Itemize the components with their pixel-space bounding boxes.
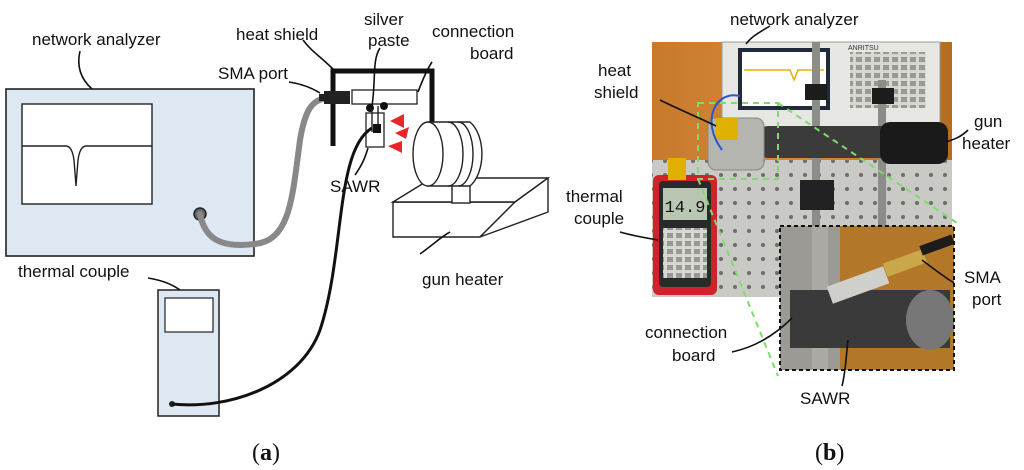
connection-board xyxy=(351,89,418,105)
analyzer-screen xyxy=(21,103,153,205)
coax-cable xyxy=(197,95,333,248)
leader-b-sawr xyxy=(841,339,849,387)
panel-b-photo: ANRITSU 14.9 xyxy=(566,10,1011,466)
photo-blue-wire xyxy=(710,94,741,151)
label-b-board: board xyxy=(672,346,715,365)
leader-connection-board xyxy=(417,61,433,93)
leader-b-connection-board xyxy=(731,317,793,353)
caption-a: (a) xyxy=(252,440,280,466)
label-heat-shield: heat shield xyxy=(236,25,318,44)
thermocouple-tip xyxy=(373,124,381,133)
heat-arrow xyxy=(395,127,409,139)
thermocouple-wire xyxy=(171,126,373,407)
label-b-thermal: thermal xyxy=(566,187,623,206)
label-connection: connection xyxy=(432,22,514,41)
photo-gun-heater xyxy=(880,122,948,164)
leader-b-sma-port xyxy=(921,259,955,284)
label-paste: paste xyxy=(368,31,410,50)
label-b-sawr: SAWR xyxy=(800,389,850,408)
photo-inset xyxy=(779,225,955,371)
label-gun-heater: gun heater xyxy=(422,270,504,289)
gun-heater xyxy=(390,121,551,238)
photo-network-analyzer: ANRITSU xyxy=(721,41,941,129)
highlight-line xyxy=(777,102,961,226)
leader-b-network-analyzer xyxy=(745,25,771,45)
label-network-analyzer: network analyzer xyxy=(32,30,161,49)
post-holder xyxy=(872,88,894,104)
panel-a-schematic: network analyzer heat shield silver past… xyxy=(5,10,551,466)
label-b-port: port xyxy=(972,290,1002,309)
leader-b-gun-heater xyxy=(945,129,969,143)
label-thermal-couple: thermal couple xyxy=(18,262,130,281)
post-holder xyxy=(805,84,827,100)
label-sawr: SAWR xyxy=(330,177,380,196)
leader-sma-port xyxy=(288,81,321,94)
label-b-shield: shield xyxy=(594,83,638,102)
highlight-line xyxy=(697,178,779,377)
resonance-trace xyxy=(22,145,152,187)
leader-thermal-couple xyxy=(147,277,181,291)
label-b-sma: SMA xyxy=(964,268,1002,287)
sma-port xyxy=(324,91,350,104)
leader-sawr xyxy=(354,147,369,176)
leader-heat-shield xyxy=(302,39,335,71)
silver-paste-dot xyxy=(380,102,388,110)
photo-kapton xyxy=(716,118,738,140)
leader-network-analyzer xyxy=(77,50,93,90)
label-b-network-analyzer: network analyzer xyxy=(730,10,859,29)
photo-thermal-meter: 14.9 xyxy=(653,158,717,295)
leader-silver-paste xyxy=(371,47,381,107)
analyzer-brand: ANRITSU xyxy=(848,45,879,52)
heat-arrow xyxy=(388,141,402,153)
label-b-gun: gun xyxy=(974,112,1002,131)
label-silver: silver xyxy=(364,10,404,29)
heat-arrow xyxy=(390,114,404,128)
label-board: board xyxy=(470,44,513,63)
label-b-heat: heat xyxy=(598,61,631,80)
post-base xyxy=(800,180,834,210)
label-b-heater: heater xyxy=(962,134,1011,153)
meter-display xyxy=(164,297,214,333)
leader-b-heat-shield xyxy=(659,99,717,127)
label-b-couple: couple xyxy=(574,209,624,228)
meter-reading: 14.9 xyxy=(665,199,706,218)
leader-b-thermal-couple xyxy=(619,231,659,241)
label-sma-port: SMA port xyxy=(218,64,288,83)
sma-port-tip xyxy=(319,94,325,101)
leader-gun-heater xyxy=(419,231,451,255)
label-b-connection: connection xyxy=(645,323,727,342)
caption-b: (b) xyxy=(815,440,844,466)
heat-shield xyxy=(330,68,435,146)
